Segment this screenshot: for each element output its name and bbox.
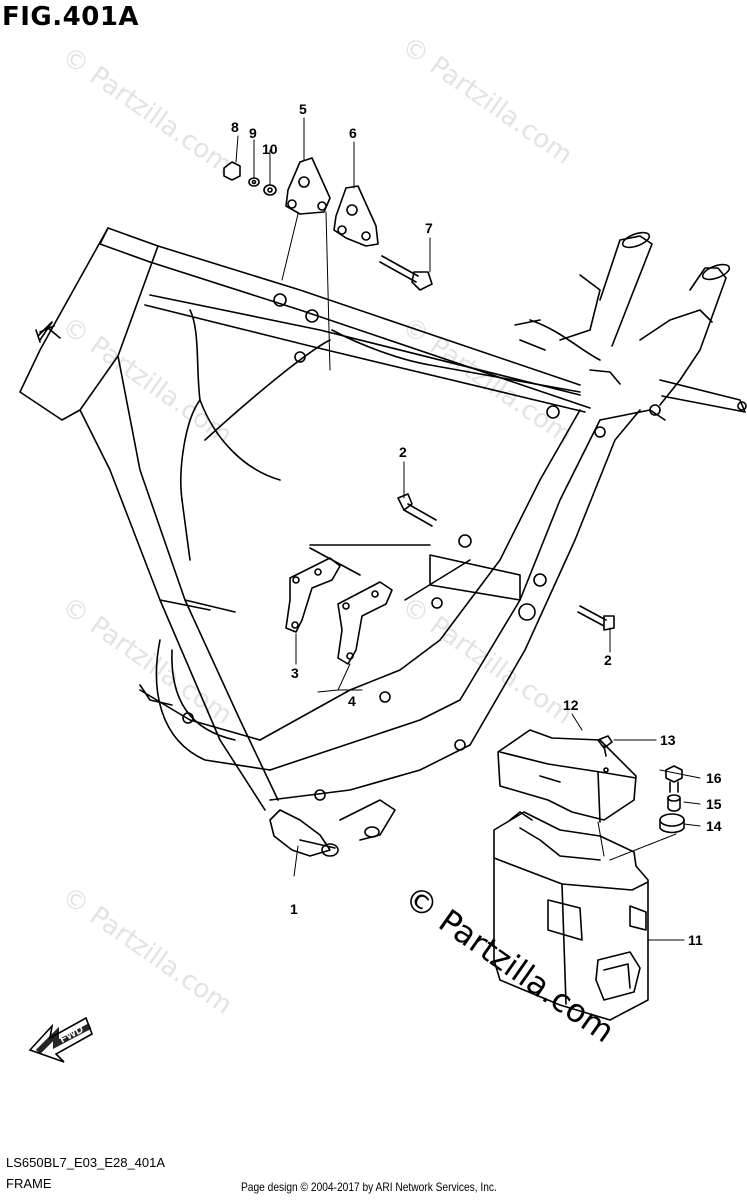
cover-part-12 bbox=[497, 729, 637, 823]
watermark: © Partzilla.com bbox=[56, 881, 238, 1021]
figure-title: FIG.401A bbox=[2, 2, 140, 32]
fwd-arrow-icon: FWD bbox=[28, 1016, 93, 1063]
callout-1[interactable]: 1 bbox=[290, 901, 298, 917]
callout-8[interactable]: 8 bbox=[231, 119, 239, 135]
callout-10[interactable]: 10 bbox=[262, 141, 278, 157]
leader-lines bbox=[235, 117, 701, 941]
callout-12[interactable]: 12 bbox=[563, 697, 579, 713]
watermark: © Partzilla.com bbox=[396, 591, 578, 731]
bolt-part-7 bbox=[379, 255, 433, 291]
callout-6[interactable]: 6 bbox=[349, 125, 357, 141]
bolt-part-16 bbox=[665, 765, 683, 793]
plate-part-6 bbox=[333, 185, 379, 247]
callout-7[interactable]: 7 bbox=[425, 220, 433, 236]
box-part-11 bbox=[493, 811, 649, 1021]
nut-part-8 bbox=[223, 161, 241, 181]
callout-9[interactable]: 9 bbox=[249, 125, 257, 141]
washer-part-9 bbox=[248, 177, 260, 187]
callout-5[interactable]: 5 bbox=[299, 101, 307, 117]
bolt-part-2-upper bbox=[397, 493, 437, 527]
callouts: 1 2 2 3 4 5 6 7 8 9 10 11 12 13 14 15 16 bbox=[231, 101, 722, 948]
callout-14[interactable]: 14 bbox=[706, 818, 722, 834]
section-name: FRAME bbox=[6, 1176, 52, 1191]
watermark: © Partzilla.com bbox=[56, 311, 238, 451]
callout-3[interactable]: 3 bbox=[291, 665, 299, 681]
bracket-part-4 bbox=[337, 581, 393, 665]
callout-11[interactable]: 11 bbox=[688, 932, 703, 948]
washer-part-10 bbox=[263, 184, 277, 196]
page-credit: Page design © 2004-2017 by ARI Network S… bbox=[241, 1180, 497, 1194]
watermark: © Partzilla.com bbox=[56, 591, 238, 731]
watermark-large: © Partzilla.com bbox=[397, 877, 621, 1050]
grommet-part-14 bbox=[659, 813, 685, 834]
frame-part-1 bbox=[19, 227, 747, 857]
watermarks: © Partzilla.com © Partzilla.com © Partzi… bbox=[56, 31, 578, 1021]
callout-15[interactable]: 15 bbox=[706, 796, 722, 812]
plate-part-5 bbox=[285, 157, 331, 215]
callout-2-upper[interactable]: 2 bbox=[399, 444, 407, 460]
bolt-part-2-lower bbox=[577, 605, 615, 631]
callout-2-lower[interactable]: 2 bbox=[604, 652, 612, 668]
callout-16[interactable]: 16 bbox=[706, 770, 722, 786]
collar-part-15 bbox=[667, 794, 681, 812]
watermark: © Partzilla.com bbox=[56, 41, 238, 181]
screw-part-13 bbox=[597, 735, 613, 757]
figure-code: LS650BL7_E03_E28_401A bbox=[6, 1155, 166, 1170]
watermark: © Partzilla.com bbox=[396, 31, 578, 171]
callout-4[interactable]: 4 bbox=[348, 693, 356, 709]
bracket-part-3 bbox=[285, 557, 341, 633]
callout-13[interactable]: 13 bbox=[660, 732, 676, 748]
